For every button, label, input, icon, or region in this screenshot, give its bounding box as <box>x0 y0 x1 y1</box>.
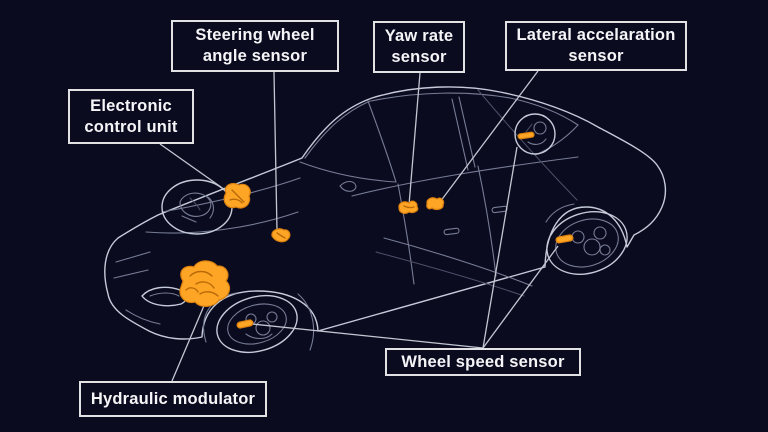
lateral-acceleration-sensor-component <box>426 197 445 211</box>
leader-ecu <box>159 143 229 193</box>
label-text: Wheel speed sensor <box>401 352 565 371</box>
leader-hydraulic <box>171 300 207 382</box>
steering-wheel-angle-sensor-component <box>271 228 291 243</box>
label-text: Yaw rate sensor <box>384 27 454 66</box>
rear-door-handle <box>491 205 508 214</box>
leader-wheel-rear <box>482 245 559 349</box>
label-text: Lateral accelaration sensor <box>516 26 676 65</box>
label-text: Steering wheel angle sensor <box>195 26 315 65</box>
leader-yaw <box>408 72 421 206</box>
label-text: Hydraulic modulator <box>90 389 256 408</box>
yaw-rate-sensor-component <box>398 200 419 214</box>
front-wheel <box>203 292 315 354</box>
leader-wheel-front <box>251 323 484 349</box>
label-steering-wheel-angle-sensor: Steering wheel angle sensor <box>171 20 339 72</box>
label-yaw-rate-sensor: Yaw rate sensor <box>373 21 465 73</box>
hydraulic-modulator-component <box>179 260 231 307</box>
leader-wheel-detail <box>482 146 518 349</box>
wheel-speed-sensor-detail-component <box>517 131 535 140</box>
front-wheel-speed-sensor-component <box>236 319 254 329</box>
front-door-handle <box>443 227 460 236</box>
label-lateral-acceleration-sensor: Lateral accelaration sensor <box>505 21 687 71</box>
rear-wheel <box>545 203 628 275</box>
leader-lateral <box>439 70 539 203</box>
label-text: Electronic control unit <box>84 96 178 136</box>
label-hydraulic-modulator: Hydraulic modulator <box>79 381 267 417</box>
label-wheel-speed-sensor: Wheel speed sensor <box>385 348 581 376</box>
side-mirror <box>339 180 357 192</box>
leader-lines <box>159 70 559 382</box>
label-electronic-control-unit: Electronic control unit <box>68 89 194 144</box>
rear-wheel-speed-sensor-component <box>555 234 574 244</box>
highlighted-components <box>179 131 574 329</box>
sensor-detail-circle <box>514 113 556 155</box>
leader-steering <box>273 71 278 232</box>
electronic-control-unit-component <box>223 182 251 209</box>
